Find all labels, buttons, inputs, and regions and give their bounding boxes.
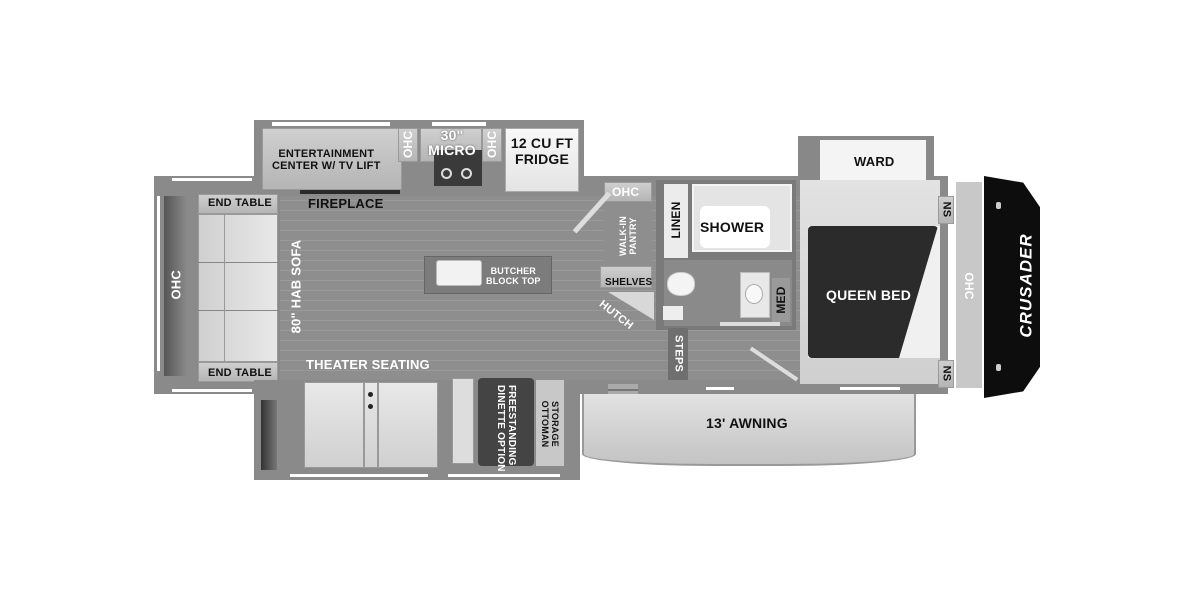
- bath-door: [720, 322, 780, 326]
- med-label: MED: [774, 286, 788, 314]
- brand-logo: CRUSADER: [1016, 233, 1036, 338]
- microwave-label: 30" MICRO: [428, 127, 476, 158]
- ohc-kitchen-2: [482, 128, 502, 162]
- side-window-2: [840, 387, 900, 390]
- awning: [582, 394, 916, 466]
- front-cap-dot: [996, 202, 1001, 209]
- entertainment-center-label: ENTERTAINMENT CENTER W/ TV LIFT: [272, 148, 381, 172]
- nightstand-top: [938, 196, 954, 224]
- cooktop: [434, 150, 482, 186]
- theater-seat-divider: [363, 382, 365, 468]
- slideout-window-bottom-1: [290, 474, 428, 477]
- toilet-tank: [663, 306, 683, 320]
- front-cap-dot: [996, 364, 1001, 371]
- dinette-table: [478, 378, 534, 466]
- fireplace-unit: [300, 190, 400, 194]
- storage-ottoman: [536, 380, 564, 466]
- queen-bed-label: QUEEN BED: [826, 287, 912, 303]
- ns-top-label: NS: [940, 201, 953, 218]
- sink: [436, 260, 482, 286]
- theater-seating-label: THEATER SEATING: [306, 357, 430, 372]
- kitchen-window-1: [272, 122, 390, 126]
- cupholder-icon: [368, 392, 373, 397]
- ward-label: WARD: [854, 154, 895, 169]
- sofa-back-divider: [224, 214, 225, 362]
- shelves-label: SHELVES: [605, 277, 653, 288]
- fireplace-label: FIREPLACE: [308, 196, 384, 211]
- sofa: [198, 214, 278, 362]
- ohc-rear-label: OHC: [168, 270, 184, 300]
- ohc-pantry-label: OHC: [612, 185, 640, 199]
- end-table-top-label: END TABLE: [208, 197, 272, 209]
- awning-label: 13' AWNING: [706, 415, 788, 431]
- shelves: [600, 266, 652, 288]
- ohc-rear: [164, 196, 186, 376]
- toilet: [667, 272, 695, 296]
- ohc-bedroom: [956, 182, 982, 388]
- dinette-label: FREESTANDING DINETTE OPTION: [495, 385, 517, 472]
- ohc-kitchen-2-label: OHC: [485, 130, 499, 158]
- linen-closet: [664, 184, 688, 258]
- wardrobe: [820, 140, 926, 180]
- rear-window-top: [172, 178, 252, 181]
- ns-bottom-label: NS: [940, 365, 953, 382]
- walk-in-pantry-label: WALK-IN PANTRY: [618, 216, 638, 256]
- end-table-top: [198, 194, 278, 214]
- linen-label: LINEN: [669, 201, 683, 239]
- sink-bowl: [745, 284, 763, 304]
- fridge-label: 12 CU FT FRIDGE: [510, 135, 574, 167]
- steps: [668, 328, 688, 380]
- ohc-kitchen-1: [398, 128, 418, 162]
- sofa-label: 80" HAB SOFA: [288, 239, 304, 334]
- ohc-kitchen-1-label: OHC: [401, 130, 415, 158]
- front-cap: [984, 176, 1040, 398]
- shower-label: SHOWER: [700, 219, 765, 235]
- burner-icon: [441, 168, 452, 179]
- slideout-window-bottom-2: [448, 474, 560, 477]
- sofa-cushion-divider: [198, 262, 278, 263]
- rear-window-bottom: [172, 389, 252, 392]
- slideout-window: [261, 400, 277, 470]
- ohc-pantry: [604, 182, 652, 202]
- ohc-bedroom-label: OHC: [962, 272, 976, 300]
- burner-icon: [461, 168, 472, 179]
- ottoman-label: STORAGE OTTOMAN: [540, 400, 560, 448]
- shower-pan: [700, 206, 770, 248]
- dinette-chairs: [452, 378, 474, 464]
- rear-window-left: [157, 196, 160, 371]
- island-label: BUTCHER BLOCK TOP: [486, 266, 541, 286]
- end-table-bottom-label: END TABLE: [208, 367, 272, 379]
- walk-in-pantry: [604, 204, 652, 264]
- side-window-1: [706, 387, 734, 390]
- sofa-cushion-divider: [198, 310, 278, 311]
- steps-label: STEPS: [672, 334, 685, 373]
- medicine-cabinet: [772, 278, 790, 322]
- kitchen-window-2: [432, 122, 486, 126]
- cupholder-icon: [368, 404, 373, 409]
- theater-seat-divider: [377, 382, 379, 468]
- nightstand-bottom: [938, 360, 954, 388]
- end-table-bottom: [198, 362, 278, 382]
- fridge: [505, 128, 579, 192]
